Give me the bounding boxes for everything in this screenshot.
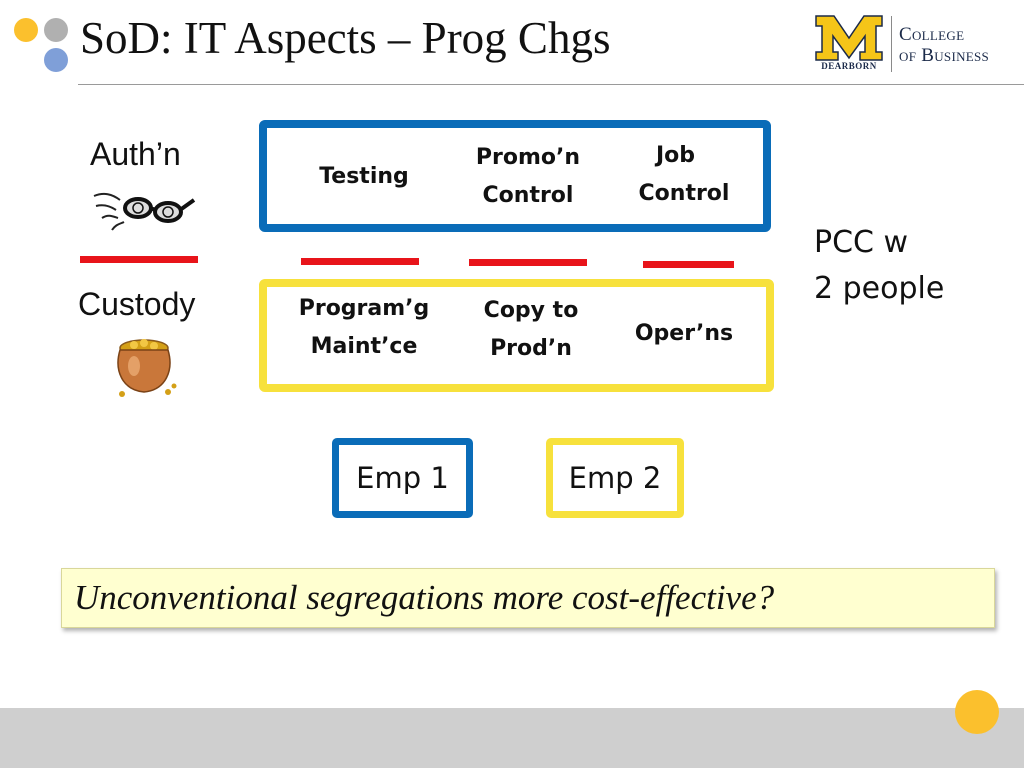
cell-promotion-control: Promo’n Control: [462, 139, 594, 215]
cell-promotion-control-line-2: Control: [482, 183, 574, 208]
pcc-note-line-2: 2 people: [814, 271, 945, 306]
separator-bar-col-3: [643, 261, 734, 268]
custody-label: Custody: [78, 286, 196, 322]
title-divider: [78, 84, 1024, 85]
pcc-note-line-1: PCC w: [814, 225, 909, 260]
auth-label: Auth’n: [90, 136, 181, 172]
employee-2-box: Emp 2: [546, 438, 684, 518]
footer-band: [0, 708, 1024, 768]
authorization-box: [259, 120, 771, 232]
separator-bar-col-2: [469, 259, 587, 266]
footer-dot-yellow: [955, 690, 999, 734]
logo-divider: [891, 16, 892, 72]
cell-job-control-line-2: Control: [638, 181, 730, 206]
cell-copy-to-production: Copy to Prod’n: [468, 292, 594, 368]
pcc-note: PCC w 2 people: [814, 220, 944, 312]
decor-dot-blue: [44, 48, 68, 72]
cell-promotion-control-line-1: Promo’n: [475, 145, 581, 170]
cell-programming-maintenance-line-2: Maint’ce: [310, 334, 418, 359]
cell-programming-maintenance-line-1: Program’g: [298, 296, 430, 321]
cell-copy-to-production-line-1: Copy to: [483, 298, 579, 323]
logo-line-1: College: [899, 24, 965, 45]
logo-caption: DEARBORN: [821, 61, 877, 71]
separator-bar-col-1: [301, 258, 419, 265]
logo-line-2: of Business: [899, 45, 990, 66]
logo-text: College of Business: [899, 24, 989, 66]
question-callout: Unconventional segregations more cost-ef…: [61, 568, 995, 628]
cell-copy-to-production-line-2: Prod’n: [490, 336, 572, 361]
cell-programming-maintenance: Program’g Maint’ce: [286, 290, 442, 366]
cell-testing-line-1: Testing: [319, 164, 409, 189]
cell-job-control-line-1: Job: [656, 143, 696, 168]
university-m-logo-icon: [815, 15, 883, 61]
pot-of-gold-icon: [117, 339, 177, 397]
employee-1-box: Emp 1: [332, 438, 473, 518]
cell-operations: Oper’ns: [620, 315, 748, 353]
decor-dot-gray: [44, 18, 68, 42]
glasses-icon: [93, 192, 196, 231]
decor-dot-yellow: [14, 18, 38, 42]
slide-title: SoD: IT Aspects – Prog Chgs: [80, 13, 611, 63]
cell-job-control: Job Control: [624, 137, 744, 213]
separator-bar-row-labels: [80, 256, 198, 263]
custody-box: [259, 279, 774, 392]
cell-testing: Testing: [305, 158, 423, 196]
cell-operations-line-1: Oper’ns: [634, 321, 734, 346]
